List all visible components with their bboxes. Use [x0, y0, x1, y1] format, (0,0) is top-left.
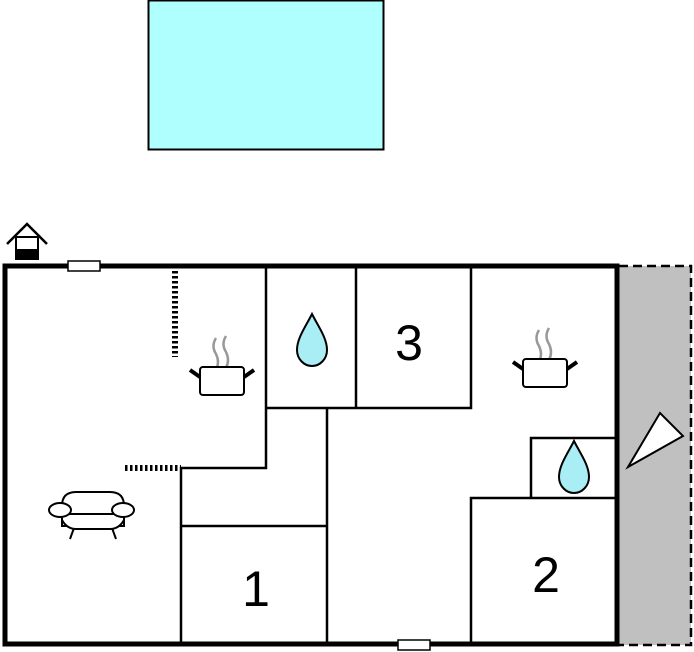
kitchen-pot-icon [511, 326, 579, 389]
internal-walls [179, 266, 617, 645]
window [397, 639, 431, 651]
water-drop-icon [558, 440, 590, 494]
kitchen-pot-icon [188, 334, 256, 397]
water-drop-icon [296, 313, 328, 367]
outer-wall [2, 263, 620, 647]
room-label-3: 3 [395, 315, 423, 371]
pool [147, 0, 385, 151]
compass-icon [625, 411, 685, 470]
room-label-1: 1 [242, 561, 270, 617]
entrance-icon [6, 222, 48, 260]
window [67, 260, 101, 272]
terrace [619, 264, 693, 647]
sofa-icon [48, 491, 135, 540]
room-label-2: 2 [532, 547, 560, 603]
